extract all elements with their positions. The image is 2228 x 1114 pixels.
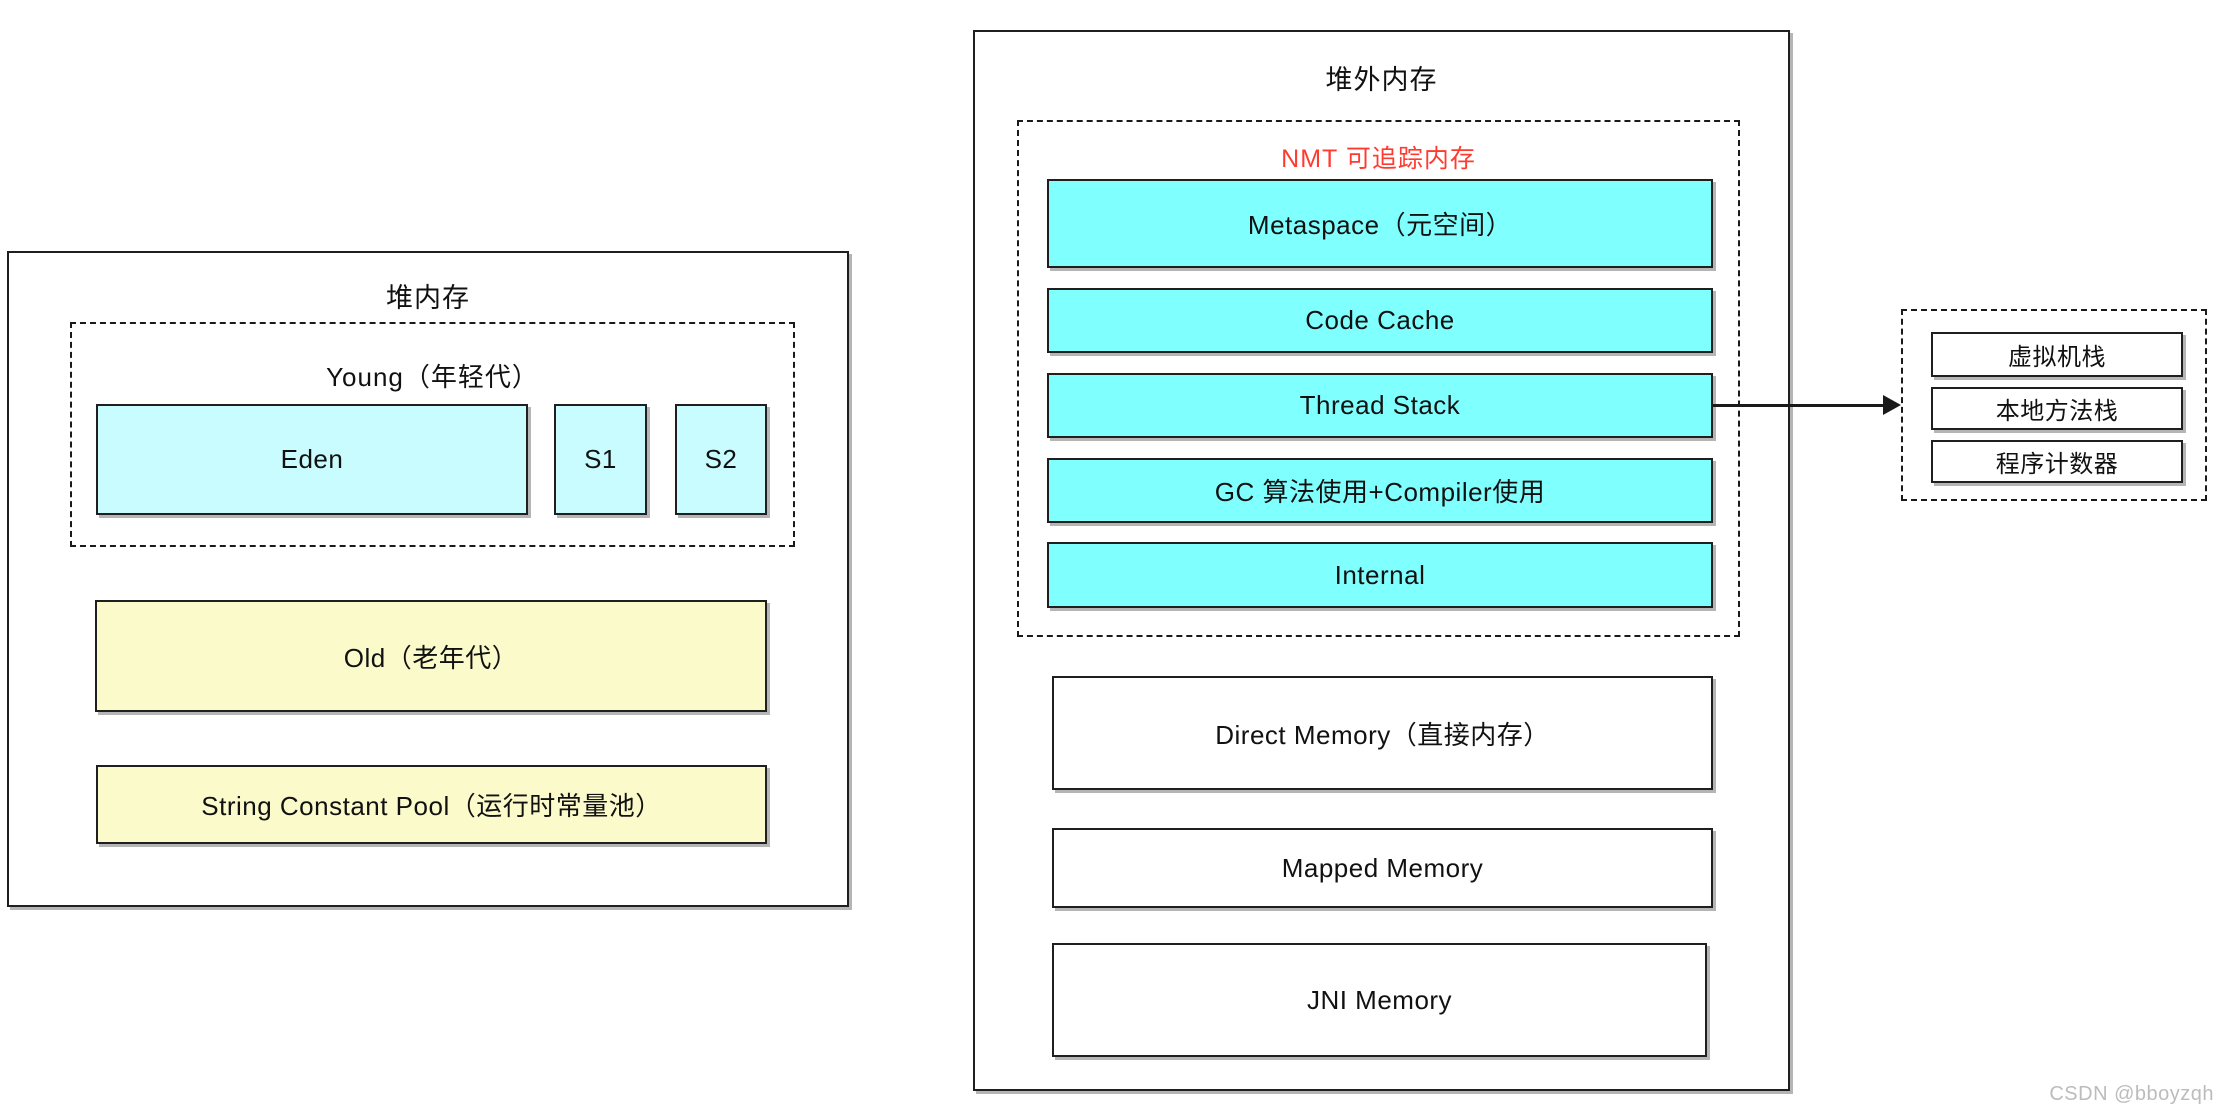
jni-memory-region: JNI Memory (1052, 943, 1707, 1057)
code-cache-region: Code Cache (1047, 288, 1713, 353)
young-generation-title: Young（年轻代） (326, 362, 539, 392)
thread-stack-arrow-head-icon (1883, 395, 1901, 415)
nmt-title: NMT 可追踪内存 (1281, 145, 1476, 173)
offheap-memory-title: 堆外内存 (1325, 65, 1438, 95)
s1-region: S1 (554, 404, 647, 515)
string-constant-pool-region: String Constant Pool（运行时常量池） (96, 765, 767, 844)
gc-compiler-region: GC 算法使用+Compiler使用 (1047, 458, 1713, 523)
old-generation-region: Old（老年代） (95, 600, 767, 712)
program-counter-region: 程序计数器 (1931, 440, 2183, 483)
vm-stack-region: 虚拟机栈 (1931, 332, 2183, 377)
thread-stack-arrow-line (1713, 404, 1885, 407)
s2-region: S2 (675, 404, 767, 515)
native-method-stack-region: 本地方法栈 (1931, 387, 2183, 430)
eden-region: Eden (96, 404, 528, 515)
internal-region: Internal (1047, 542, 1713, 608)
mapped-memory-region: Mapped Memory (1052, 828, 1713, 908)
metaspace-region: Metaspace（元空间） (1047, 179, 1713, 268)
thread-stack-region: Thread Stack (1047, 373, 1713, 438)
heap-memory-title: 堆内存 (386, 283, 470, 313)
watermark: CSDN @bboyzqh (2049, 1083, 2214, 1105)
thread-detail-group (1901, 309, 2207, 501)
direct-memory-region: Direct Memory（直接内存） (1052, 676, 1713, 790)
nmt-group (1017, 120, 1740, 637)
young-generation-group (70, 322, 795, 547)
